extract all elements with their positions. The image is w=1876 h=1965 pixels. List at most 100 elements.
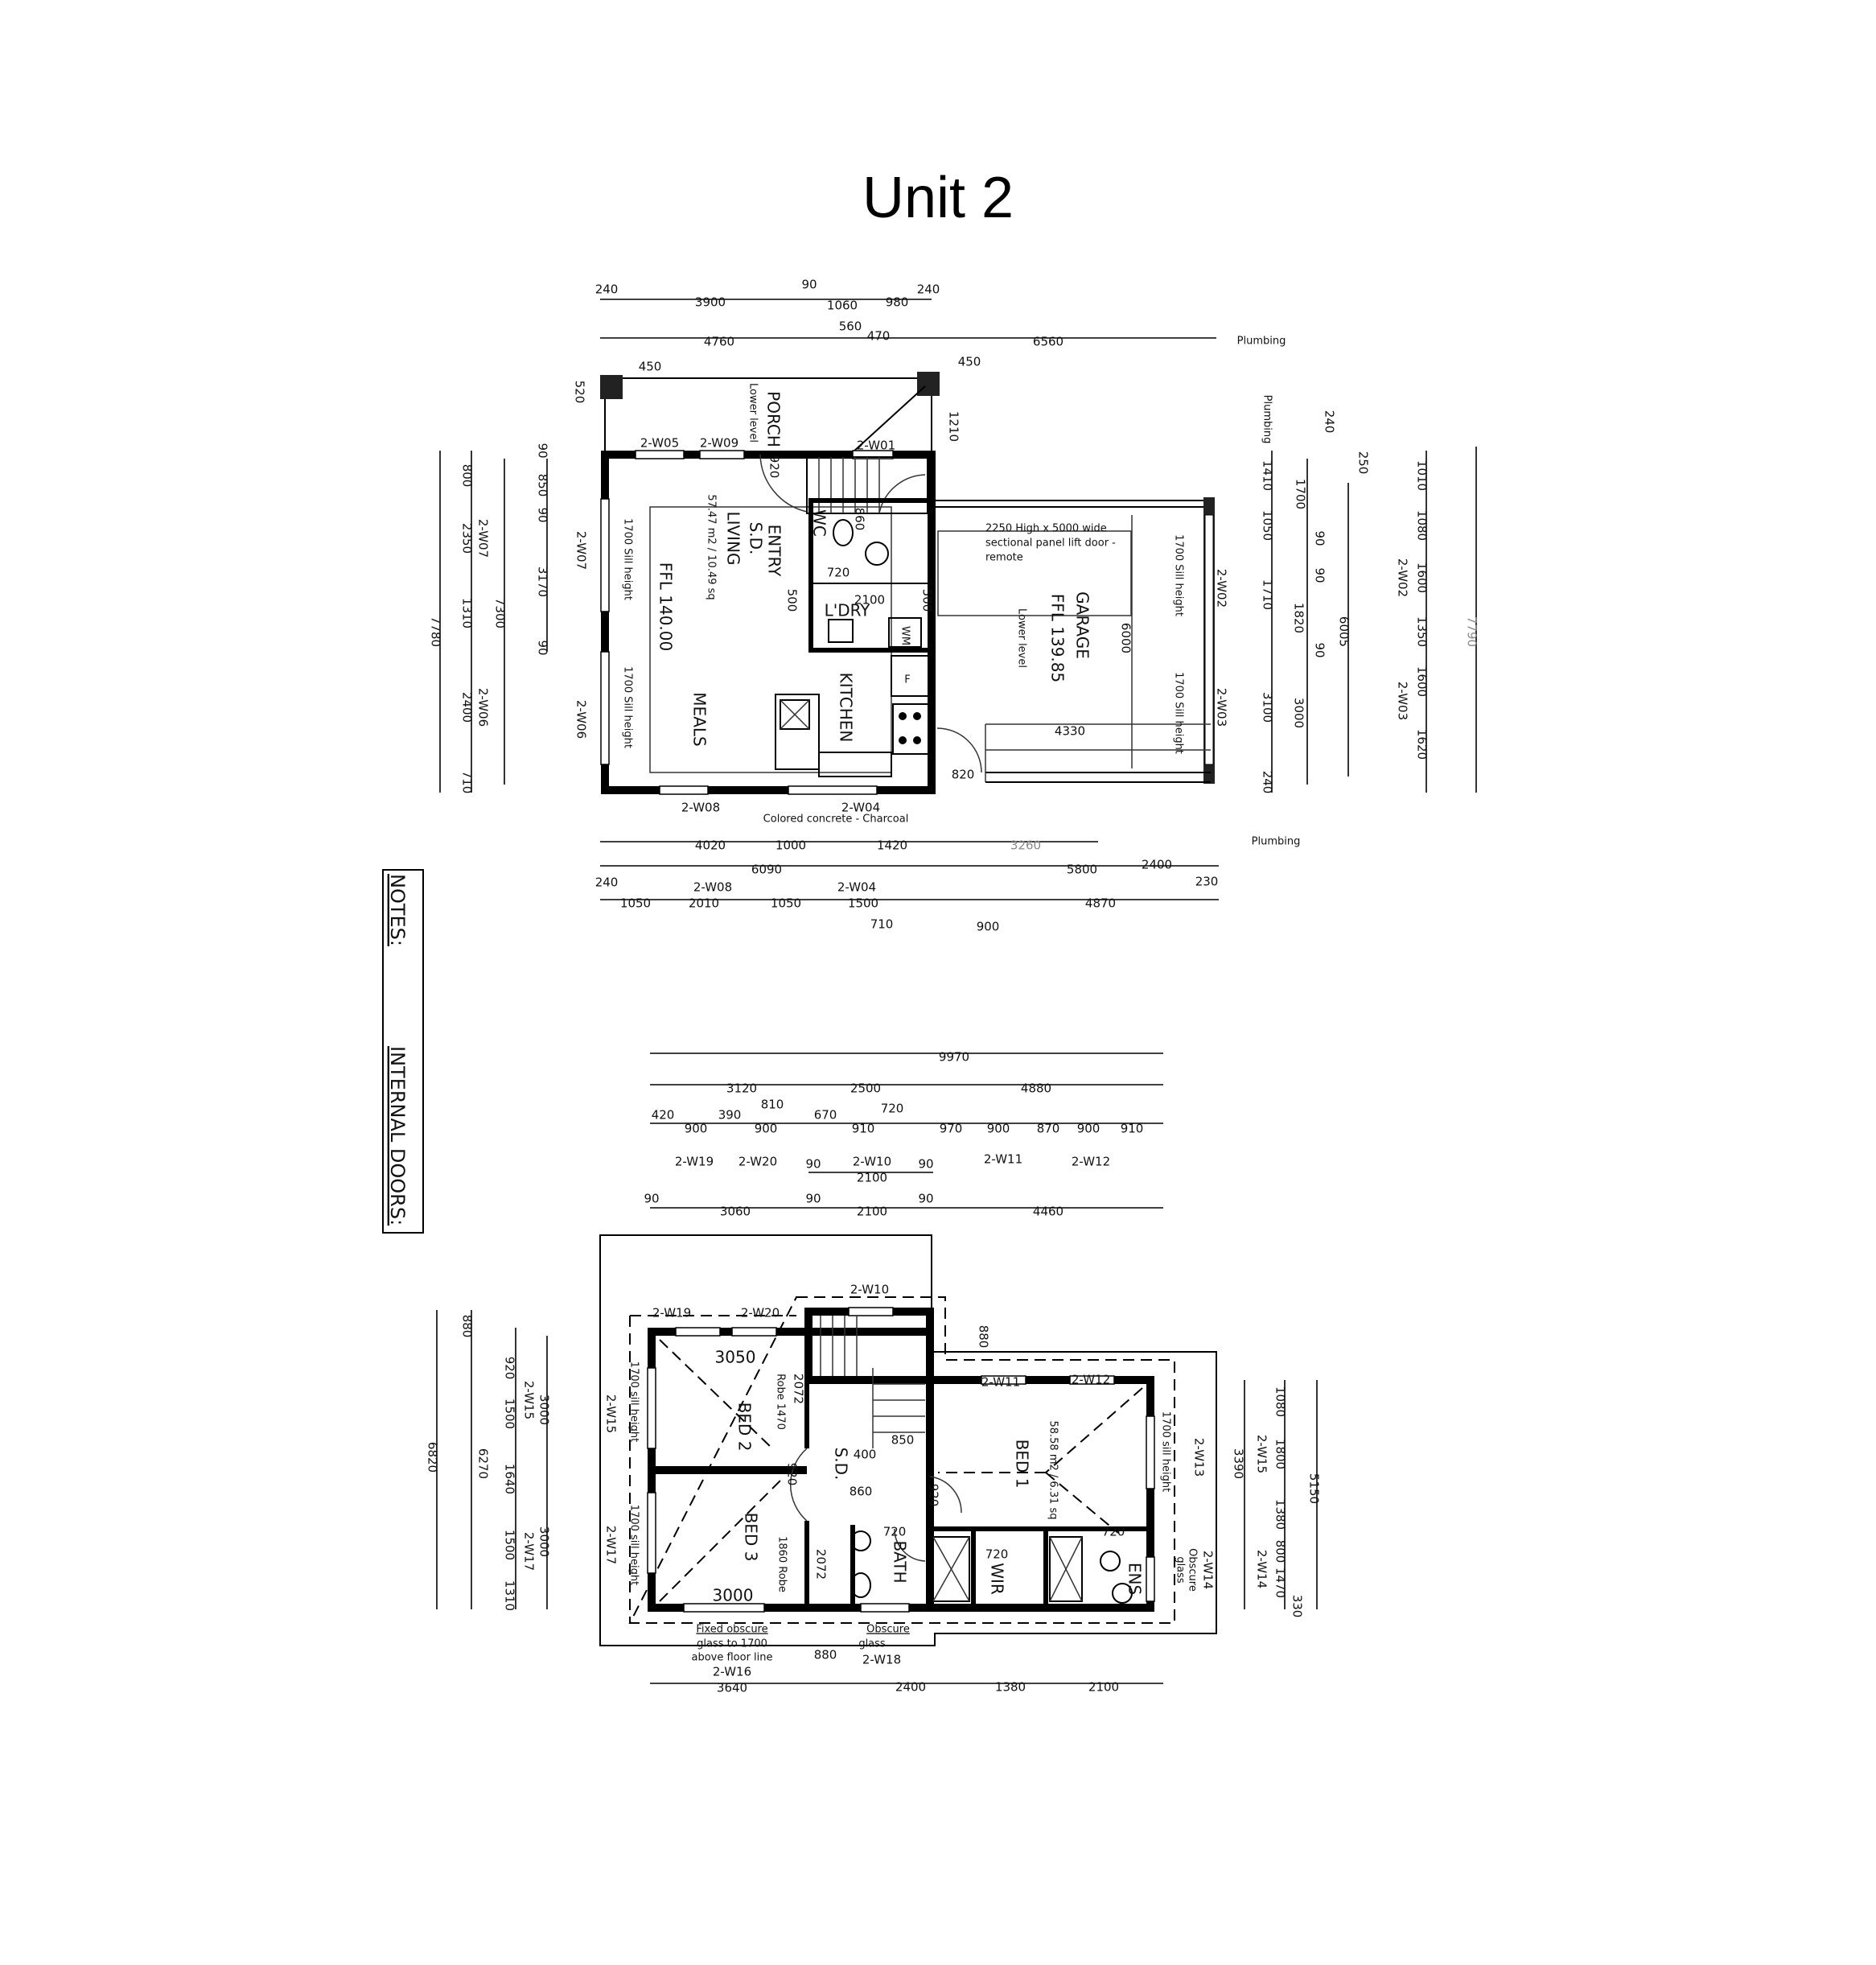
plan-label-ground-floor-right-dims-12: 3000: [1292, 698, 1306, 728]
plan-label-ground-floor-garage-door-note-2: remote: [985, 552, 1023, 564]
plan-label-ground-floor-bottom-dims-row2-2: 2400: [1142, 858, 1172, 872]
plan-label-upper-floor-top-dims-row4-0: 90: [805, 1157, 821, 1172]
plan-label-ground-floor-garage-door-note-0: 2250 High x 5000 wide: [985, 523, 1107, 535]
plan-label-upper-floor-interior-labels-1: 2-W19: [652, 1306, 691, 1320]
plan-label-ground-floor-windows-7: 2-W02: [1215, 569, 1229, 608]
plan-label-ground-floor-bottom-dims-row3-4: 4870: [1085, 896, 1116, 911]
plan-label-ground-floor-rooms-garage: GARAGE: [1073, 591, 1092, 659]
plan-label-ground-floor-right-dims-0: Plumbing: [1261, 395, 1273, 444]
plan-label-ground-floor-right-dims-20: 1620: [1415, 729, 1430, 760]
plan-label-ground-floor-left-dims-1: 800: [460, 464, 475, 488]
plan-label-upper-floor-rooms-bed3: BED 3: [742, 1513, 761, 1562]
plan-label-ground-floor-right-dims-9: 90: [1313, 567, 1327, 583]
plan-label-ground-floor-bottom-dims-row1-2: 1420: [877, 838, 907, 853]
plan-label-ground-floor-bottom-dims-row2-1: 5800: [1067, 863, 1097, 877]
plan-label-ground-floor-pillar-dims-1: 450: [958, 355, 981, 369]
plan-label-upper-floor-rooms-wir: WIR: [988, 1563, 1007, 1595]
upper-bed1-walls: [926, 1376, 1154, 1612]
plan-label-upper-floor-top-dims-row3-2: 390: [718, 1108, 742, 1123]
plan-label-upper-floor-top-dims-row5-1: 3060: [720, 1205, 751, 1219]
plan-label-upper-floor-top-dims-row5-3: 2100: [857, 1205, 887, 1219]
plan-label-ground-floor-rooms-entry: ENTRY: [765, 525, 784, 577]
plan-label-ground-floor-rooms-fridge: F: [904, 674, 910, 686]
plan-label-ground-floor-top-dims-row1-2: 90: [801, 278, 817, 292]
plan-label-upper-floor-sill-notes-1: 1700 sill height: [628, 1505, 640, 1585]
plan-label-ground-floor-interior-dims-3: 500: [785, 589, 800, 612]
upper-site-outline: [599, 1234, 1217, 1646]
plan-label-upper-floor-bottom-notes-2: above floor line: [691, 1652, 772, 1664]
plan-label-upper-floor-top-dims-row2-1: 2500: [850, 1081, 881, 1096]
plan-label-upper-floor-interior-labels-9: 2072: [814, 1549, 829, 1580]
plan-label-upper-floor-rooms-bed2: BED 2: [735, 1403, 755, 1452]
plan-label-ground-floor-right-dims-14: 6005: [1337, 616, 1351, 647]
plan-label-upper-floor-interior-labels-7: 880: [977, 1325, 991, 1349]
page-title: Unit 2: [862, 166, 1014, 230]
plan-label-upper-floor-right-dims-5: 3390: [1232, 1448, 1246, 1479]
ground-dimension-lines: [439, 299, 1477, 900]
plan-label-ground-floor-top-dims-row1-4: 980: [886, 295, 909, 310]
upper-roof-outline: [628, 1296, 1175, 1624]
plan-label-upper-floor-rooms-sd: S.D.: [832, 1448, 851, 1481]
plan-label-ground-floor-left-dims-3: 1310: [460, 598, 475, 628]
plan-label-upper-floor-side-windows-3: 2-W14: [1201, 1551, 1216, 1589]
plan-label-ground-floor-windows-2: 2-W01: [857, 439, 895, 453]
plan-label-ground-floor-pillar-dims-2: 520: [573, 381, 587, 404]
plan-label-upper-floor-interior-labels-13: 400: [854, 1448, 877, 1462]
plan-label-ground-floor-windows-8: 2-W03: [1215, 688, 1229, 727]
plan-label-ground-floor-bottom-dims-row3-3: 1500: [848, 896, 878, 911]
plan-label-ground-floor-right-dims-15: 1010: [1415, 460, 1430, 491]
plan-label-upper-floor-top-dims-row5-2: 90: [805, 1192, 821, 1206]
plan-label-upper-floor-top-dims-row2-0: 3120: [726, 1081, 757, 1096]
plan-label-ground-floor-interior-dims-5: 6000: [1119, 623, 1133, 653]
upper-stair-walls: [804, 1308, 934, 1384]
plan-label-upper-floor-left-dims-11: 3000: [537, 1526, 552, 1557]
plan-label-ground-floor-rooms-laundry: L'DRY: [825, 601, 871, 620]
plan-label-ground-floor-right-dims-1: 1410: [1261, 460, 1275, 491]
plan-label-upper-floor-interior-labels-15: 850: [891, 1433, 915, 1448]
plan-label-upper-floor-interior-labels-2: 2-W20: [741, 1306, 780, 1320]
plan-label-ground-floor-interior-dims-1: 860: [853, 508, 867, 531]
plan-label-ground-floor-left-dims-12: 2-W07: [476, 519, 491, 558]
plan-label-ground-floor-bottom-dims-row2-3: 240: [595, 875, 619, 890]
plan-label-ground-floor-interior-dims-2: 2100: [854, 593, 885, 608]
notes-box: NOTES: INTERNAL DOORS:: [382, 869, 424, 1234]
plan-label-upper-floor-right-dims-2: 1380: [1273, 1499, 1288, 1530]
plan-label-upper-floor-side-windows-4: Obscure: [1187, 1548, 1199, 1592]
plan-label-upper-floor-top-dims-row4-2: 90: [918, 1157, 933, 1172]
plan-label-upper-floor-left-dims-3: 920: [503, 1357, 517, 1380]
plan-label-ground-floor-sill-notes-3: 1700 Sill height: [1173, 672, 1185, 754]
plan-label-upper-floor-bottom-notes-6: glass: [858, 1638, 886, 1650]
plan-label-ground-floor-bottom-dims-row2-4: 230: [1195, 875, 1219, 889]
plan-label-upper-floor-side-windows-1: 2-W17: [604, 1526, 619, 1564]
plan-label-ground-floor-right-dims-7: 1700: [1294, 479, 1308, 509]
plan-label-upper-floor-left-dims-10: 3000: [537, 1394, 552, 1425]
garage-outline: [932, 497, 1215, 784]
plan-label-upper-floor-right-dims-3: 800: [1273, 1540, 1288, 1563]
plan-label-upper-floor-top-dims-row3-9: 900: [987, 1122, 1010, 1136]
plan-label-upper-floor-top-windows-1: 2-W20: [738, 1155, 777, 1169]
plan-label-upper-floor-top-windows-0: 2-W19: [675, 1155, 714, 1169]
plan-label-ground-floor-windows-3: 2-W07: [574, 531, 589, 570]
plan-label-ground-floor-rooms-wc: WC: [810, 509, 829, 537]
plan-label-upper-floor-interior-labels-3: 3050: [715, 1348, 756, 1367]
plan-label-upper-floor-top-dims-row3-4: 810: [761, 1098, 784, 1112]
plan-label-ground-floor-left-dims-2: 2350: [460, 523, 475, 554]
plan-label-upper-floor-rooms-robe2: 1860 Robe: [776, 1536, 788, 1592]
plan-label-upper-floor-rooms-robe1: Robe 1470: [775, 1374, 787, 1430]
plan-label-upper-floor-interior-labels-8: 3000: [713, 1586, 754, 1605]
plan-label-ground-floor-right-dims-21: 2-W02: [1396, 558, 1410, 597]
plan-label-upper-floor-top-dims-row5-4: 90: [918, 1192, 933, 1206]
plan-label-upper-floor-interior-labels-4: 2072: [792, 1374, 806, 1404]
plan-label-ground-floor-bottom-dims-row3-6: 2-W04: [837, 880, 876, 895]
plan-label-ground-floor-bottom-dims-row1-1: 1000: [775, 838, 806, 853]
plan-label-upper-floor-bottom-dims-1: 2400: [895, 1680, 926, 1695]
plan-label-upper-floor-left-dims-6: 1640: [503, 1464, 517, 1494]
plan-label-upper-floor-sill-notes-0: 1700 sill height: [628, 1361, 640, 1442]
plan-label-upper-floor-right-dims-1: 1800: [1273, 1439, 1288, 1469]
plan-label-upper-floor-right-dims-9: 330: [1290, 1595, 1305, 1618]
plan-label-ground-floor-left-dims-6: 7300: [493, 598, 508, 628]
plan-label-upper-floor-right-dims-6: 2-W15: [1255, 1435, 1269, 1473]
plan-label-ground-floor-bottom-dims-row1-4: Plumbing: [1252, 836, 1301, 848]
plan-label-upper-floor-interior-labels-16: 920: [785, 1463, 800, 1486]
